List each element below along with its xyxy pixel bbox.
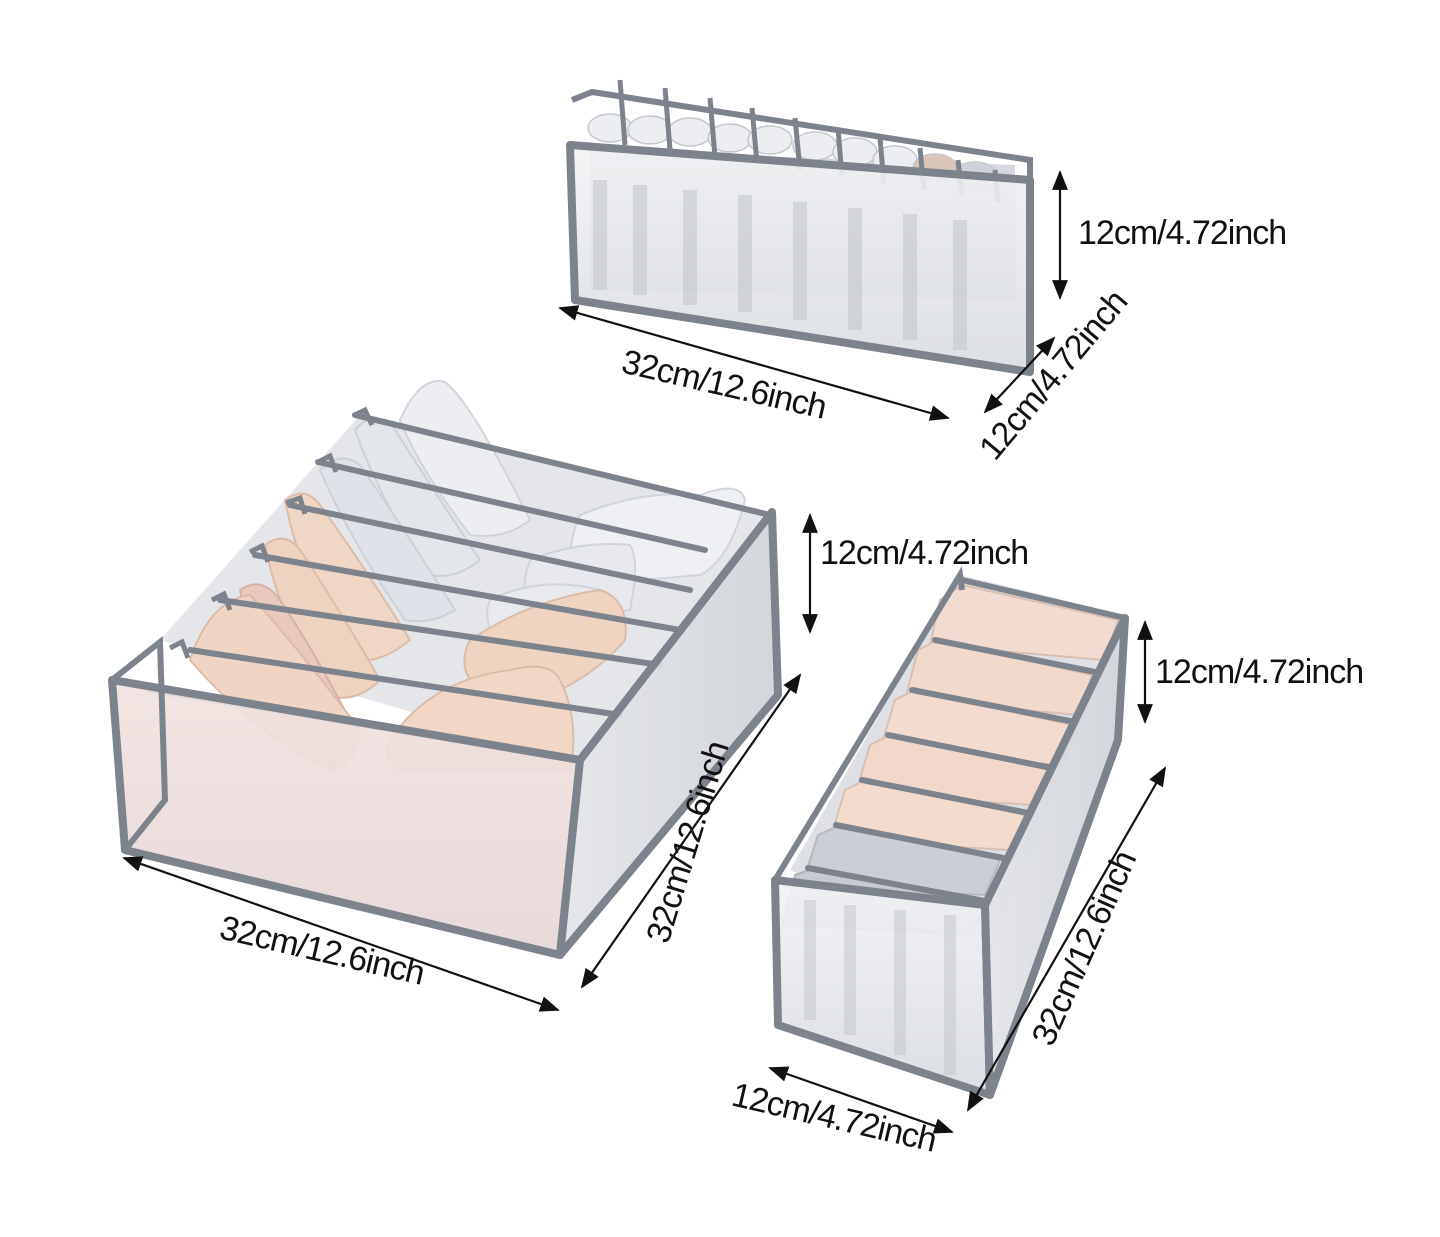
dimension-box-c-height: 12cm/4.72inch	[1137, 620, 1364, 724]
label-box-a-height: 12cm/4.72inch	[1078, 214, 1286, 252]
label-box-c-width: 12cm/4.72inch	[728, 1076, 939, 1160]
label-box-b-length: 32cm/12.6inch	[216, 909, 427, 993]
dividers	[147, 412, 773, 763]
dimension-box-c-width: 12cm/4.72inch	[728, 1066, 954, 1160]
label-box-b-height: 12cm/4.72inch	[820, 534, 1028, 572]
dimension-box-a-height: 12cm/4.72inch	[1052, 170, 1287, 300]
label-box-c-height: 12cm/4.72inch	[1155, 653, 1363, 691]
dimension-box-b-height: 12cm/4.72inch	[802, 513, 1029, 634]
organizer-box-11-grid	[566, 79, 1034, 376]
hook-tabs	[168, 406, 375, 659]
